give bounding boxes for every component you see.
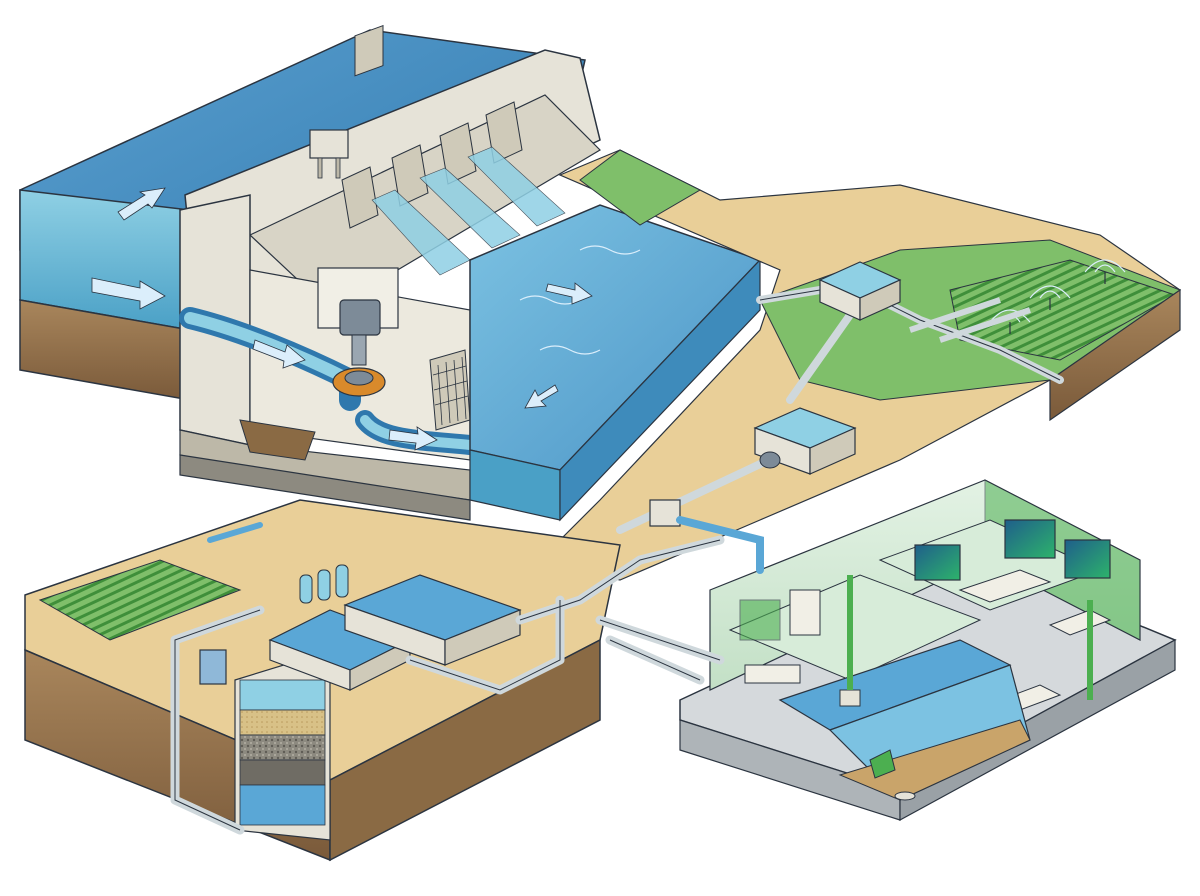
control-desk-icon <box>958 569 1052 603</box>
boat <box>894 791 916 801</box>
monitor-screen-icon <box>914 544 961 581</box>
flow-arrow-icon <box>117 187 166 221</box>
supply-pipe <box>595 615 725 685</box>
control-cabinet <box>199 649 227 685</box>
generator <box>339 299 381 336</box>
monitor-screen-icon <box>1004 519 1056 559</box>
sand-layer <box>239 709 326 736</box>
flow-arrow-icon <box>388 426 438 451</box>
flow-arrow-icon <box>524 384 559 409</box>
spillway-water <box>371 146 566 276</box>
treatment-block <box>24 499 725 862</box>
control-building <box>679 479 1177 822</box>
irrigation-pipe <box>909 297 1031 343</box>
irrigation-sprinkler-icon <box>1029 285 1071 310</box>
pump-station <box>649 499 681 527</box>
spillway-gate <box>341 166 379 229</box>
grass-field <box>579 149 702 226</box>
sediment-chamber <box>239 419 316 461</box>
gate-house <box>309 129 349 159</box>
supply-pipe <box>676 516 764 574</box>
small-structure <box>869 749 896 779</box>
spillway-gates <box>341 24 523 229</box>
monitor-screen-icon <box>1064 539 1111 579</box>
flow-arrow-icon <box>545 282 593 305</box>
river <box>469 204 762 522</box>
storage-tank <box>753 407 857 475</box>
spillway-gate <box>391 144 429 207</box>
storage-tank <box>818 261 902 321</box>
filtration-column <box>234 659 331 841</box>
flow-arrow-icon <box>252 339 306 369</box>
gravel-layer <box>239 734 326 761</box>
sedimentation-basin <box>268 609 412 691</box>
flow-arrow-icon <box>91 277 166 310</box>
control-desk-icon <box>1048 609 1112 636</box>
flocculation-basin <box>343 574 522 666</box>
chemical-silos <box>299 564 349 604</box>
crop-field <box>38 559 242 641</box>
dam-foundation <box>179 454 471 521</box>
irrigation-sprinkler-icon <box>1084 259 1126 284</box>
dam <box>179 24 601 521</box>
